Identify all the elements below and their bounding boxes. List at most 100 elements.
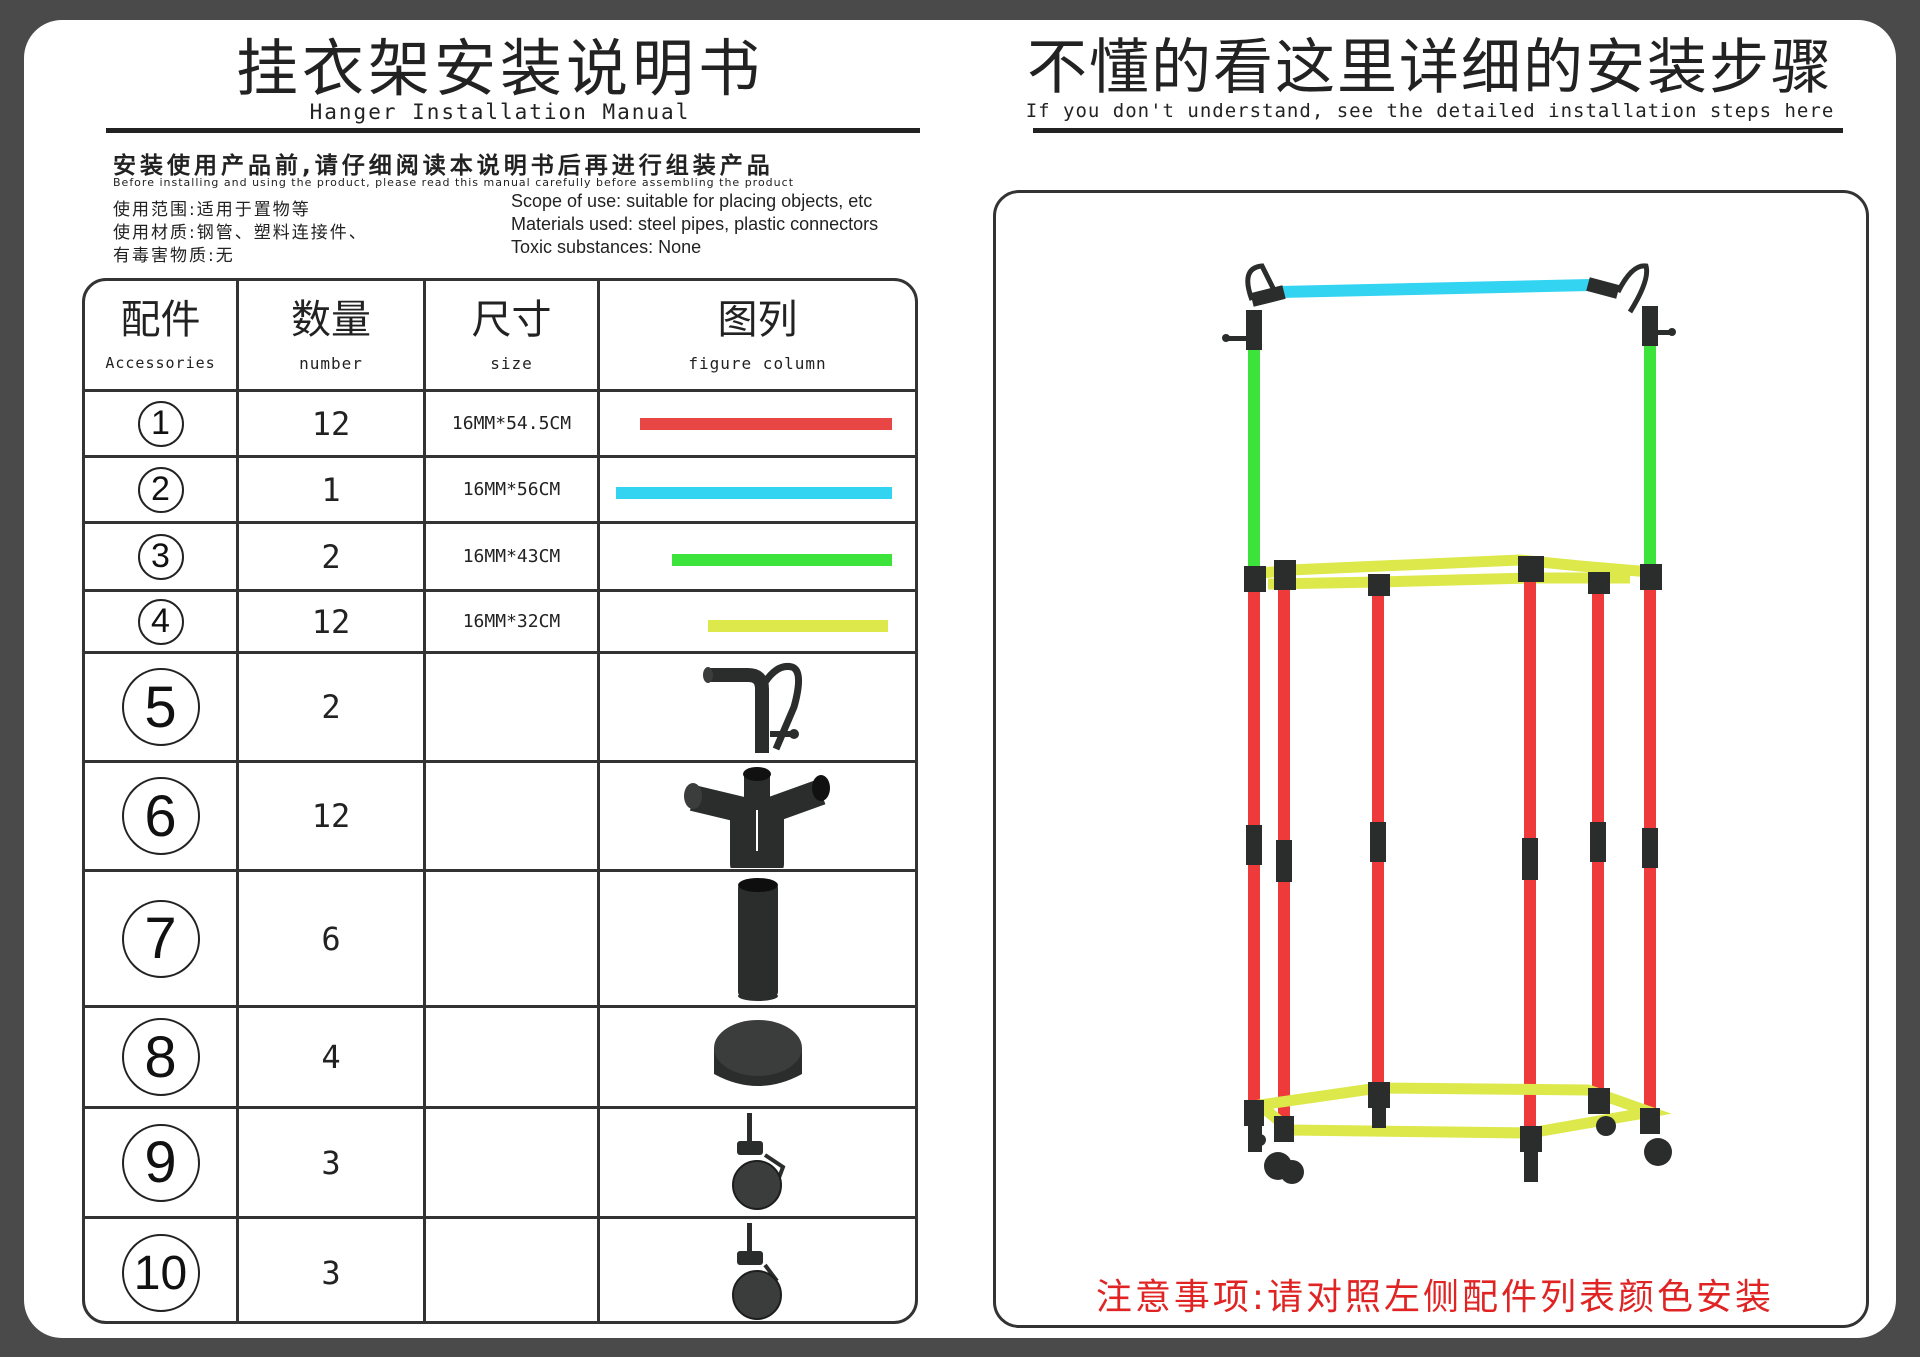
size-cell: 16MM*43CM xyxy=(426,524,600,589)
left-subtitle: Hanger Installation Manual xyxy=(309,100,691,124)
quantity: 1 xyxy=(321,470,341,509)
part-number-cell: 9 xyxy=(85,1109,239,1216)
toxic-cn: 有毒害物质:无 xyxy=(113,246,235,266)
size: 16MM*43CM xyxy=(462,546,561,567)
part-number-cell: 4 xyxy=(85,592,239,651)
part-number-cell: 3 xyxy=(85,524,239,589)
figure-cell xyxy=(600,1008,915,1106)
quantity-cell: 3 xyxy=(239,1109,426,1216)
part-number: 3 xyxy=(137,533,184,580)
quantity-cell: 4 xyxy=(239,1008,426,1106)
quantity-cell: 3 xyxy=(239,1219,426,1321)
caster-wheel-icon xyxy=(731,1223,782,1320)
table-row: 8 4 xyxy=(85,1008,915,1109)
header-figure-cn: 图列 xyxy=(717,296,798,343)
quantity: 12 xyxy=(311,404,351,443)
header-size-en: size xyxy=(490,353,533,373)
size: 16MM*32CM xyxy=(462,611,561,632)
header-size-cn: 尺寸 xyxy=(471,296,552,343)
table-row: 3 2 16MM*43CM xyxy=(85,524,915,592)
quantity-cell: 2 xyxy=(239,524,426,589)
quantity: 12 xyxy=(311,602,351,641)
header-number-en: number xyxy=(299,353,363,373)
part-number: 7 xyxy=(121,899,200,978)
size-cell xyxy=(426,654,600,760)
quantity-cell: 12 xyxy=(239,592,426,651)
figure-cell xyxy=(600,592,915,651)
quantity-cell: 6 xyxy=(239,872,426,1005)
quantity: 3 xyxy=(321,1143,341,1182)
quantity: 6 xyxy=(321,919,341,958)
part-number-cell: 6 xyxy=(85,763,239,869)
quantity-cell: 12 xyxy=(239,763,426,869)
table-row: 6 12 xyxy=(85,763,915,872)
foot-cap-icon xyxy=(713,1020,802,1086)
quantity: 3 xyxy=(321,1254,341,1292)
size: 16MM*54.5CM xyxy=(451,413,572,434)
right-subtitle: If you don't understand, see the detaile… xyxy=(1025,100,1835,122)
figure-cell xyxy=(600,1109,915,1216)
quantity: 12 xyxy=(311,797,351,835)
assembly-panel xyxy=(993,190,1869,1328)
part-number-cell: 2 xyxy=(85,458,239,521)
quantity-cell: 2 xyxy=(239,654,426,760)
quantity: 2 xyxy=(321,688,341,726)
part-number: 10 xyxy=(121,1234,200,1312)
header-number-cn: 数量 xyxy=(291,296,371,343)
materials-cn: 使用材质:钢管、塑料连接件、 xyxy=(113,223,368,243)
table-row: 10 3 xyxy=(85,1219,915,1321)
hook-connector-icon xyxy=(702,662,802,753)
quantity: 2 xyxy=(321,537,341,576)
intro-headline-en: Before installing and using the product,… xyxy=(113,176,795,189)
table-row: 1 12 16MM*54.5CM xyxy=(85,392,915,458)
figure-cell xyxy=(600,872,915,1005)
size-cell: 16MM*54.5CM xyxy=(426,392,600,455)
part-number-cell: 8 xyxy=(85,1008,239,1106)
left-title: 挂衣架安装说明书 xyxy=(235,32,764,105)
table-row: 4 12 16MM*32CM xyxy=(85,592,915,654)
top-rail-cyan xyxy=(1279,279,1591,298)
quantity: 4 xyxy=(321,1038,341,1076)
table-row: 9 3 xyxy=(85,1109,915,1219)
green-pipe xyxy=(672,554,892,566)
header-figure-en: figure column xyxy=(688,353,827,373)
header-number: 数量 number xyxy=(239,281,426,389)
left-title-rule xyxy=(106,128,920,133)
part-number: 5 xyxy=(121,668,200,746)
toxic-en: Toxic substances: None xyxy=(511,237,702,257)
installation-note: 注意事项:请对照左侧配件列表颜色安装 xyxy=(1095,1277,1775,1318)
part-number: 4 xyxy=(137,598,184,645)
parts-table: 配件 Accessories 数量 number 尺寸 size 图列 figu… xyxy=(82,278,918,1324)
header-size: 尺寸 size xyxy=(426,281,600,389)
header-figure: 图列 figure column xyxy=(600,281,915,389)
part-number: 9 xyxy=(121,1123,200,1202)
yellow-pipe xyxy=(708,620,888,632)
figure-cell xyxy=(600,392,915,455)
red-pipe xyxy=(640,418,892,430)
figure-cell xyxy=(600,654,915,760)
part-number-cell: 5 xyxy=(85,654,239,760)
caster-wheel-icon xyxy=(731,1112,785,1210)
header-accessories-cn: 配件 xyxy=(120,297,201,343)
table-row: 7 6 xyxy=(85,872,915,1008)
part-number: 6 xyxy=(121,777,200,855)
figure-cell xyxy=(600,1219,915,1321)
part-number: 8 xyxy=(121,1018,200,1096)
table-header-row: 配件 Accessories 数量 number 尺寸 size 图列 figu… xyxy=(85,281,915,392)
header-accessories: 配件 Accessories xyxy=(85,281,239,389)
scope-cn: 使用范围:适用于置物等 xyxy=(113,200,311,220)
size-cell xyxy=(426,1008,600,1106)
figure-cell xyxy=(600,458,915,521)
part-number-cell: 10 xyxy=(85,1219,239,1321)
table-row: 5 2 xyxy=(85,654,915,763)
size-cell: 16MM*56CM xyxy=(426,458,600,521)
header-accessories-en: Accessories xyxy=(105,354,216,372)
size-cell: 16MM*32CM xyxy=(426,592,600,651)
table-row: 2 1 16MM*56CM xyxy=(85,458,915,524)
figure-cell xyxy=(600,524,915,589)
assembled-rack-illustration xyxy=(1222,263,1676,1184)
size-cell xyxy=(426,1109,600,1216)
right-title: 不懂的看这里详细的安装步骤 xyxy=(1027,33,1833,103)
part-number: 1 xyxy=(137,400,184,447)
scope-en: Scope of use: suitable for placing objec… xyxy=(511,191,873,211)
